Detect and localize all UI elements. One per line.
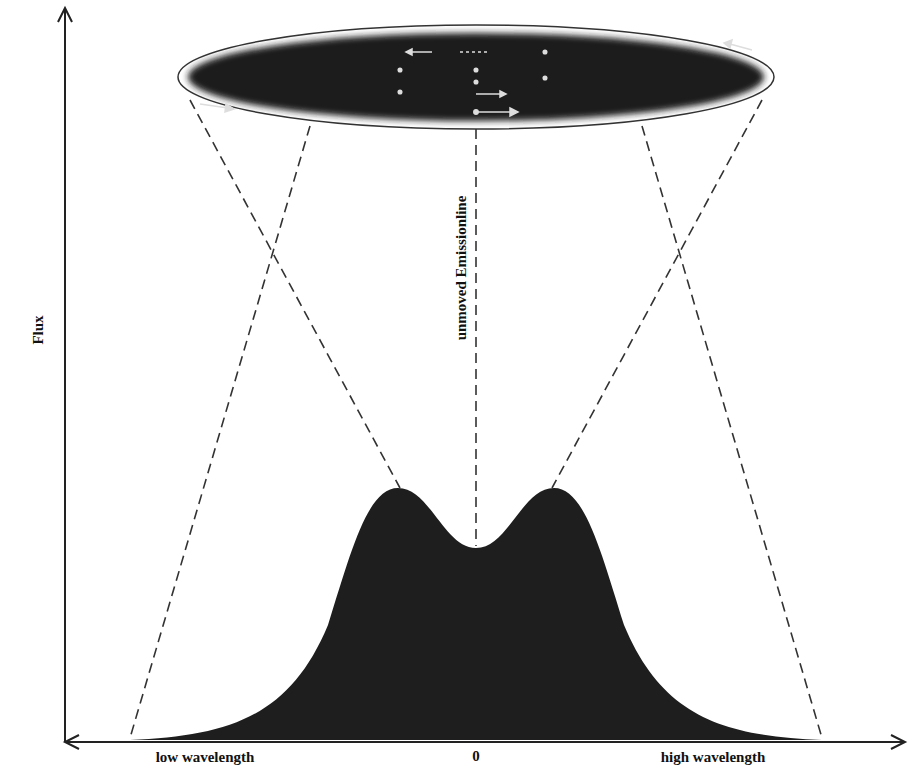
emission-profile <box>130 488 822 740</box>
x-axis-arrowhead <box>891 735 905 749</box>
axis-label: high wavelength <box>661 749 766 766</box>
rotating-disk <box>178 25 774 129</box>
disk-body <box>188 33 764 121</box>
axis-tick-label: 0 <box>472 748 480 765</box>
x-axis <box>65 741 905 743</box>
disk-outline <box>178 25 774 129</box>
axes <box>58 8 905 749</box>
y-axis <box>64 8 66 742</box>
velocity-arrows <box>200 40 752 116</box>
axis-title: Flux <box>30 315 47 344</box>
line-label: unmoved Emissionline <box>453 193 470 344</box>
x-axis-arrowhead <box>65 735 79 749</box>
axis-label: low wavelength <box>156 749 255 766</box>
y-axis-arrowhead <box>58 8 72 22</box>
